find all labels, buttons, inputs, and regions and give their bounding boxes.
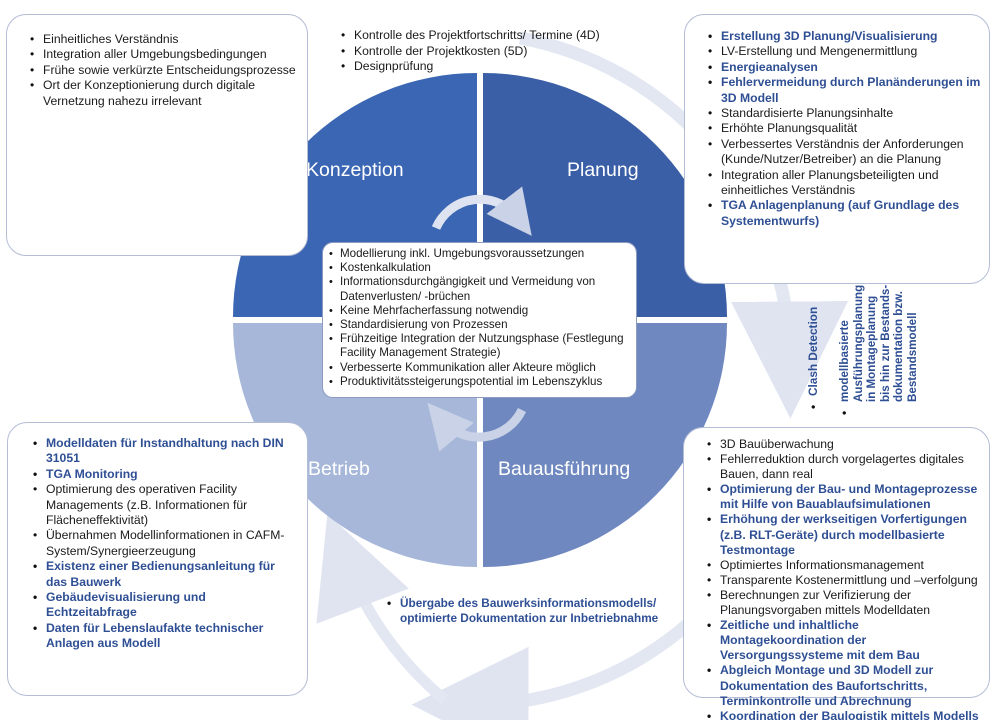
list-item: Einheitliches Verständnis bbox=[29, 32, 297, 48]
transition-item: modellbasierte Ausführungsplanung in Mon… bbox=[838, 276, 920, 416]
bauausfuehrung-benefits-box: 3D BauüberwachungFehlerreduktion durch v… bbox=[683, 427, 990, 720]
planung-benefits-list: Erstellung 3D Planung/VisualisierungLV-E… bbox=[707, 29, 981, 229]
list-item: LV-Erstellung und Mengenermittlung bbox=[707, 44, 981, 60]
konzeption-benefits-list: Einheitliches VerständnisIntegration all… bbox=[29, 32, 297, 109]
list-item: Fehlervermeidung durch Planänderungen im… bbox=[707, 75, 981, 106]
list-item: Abgleich Montage und 3D Modell zur Dokum… bbox=[706, 663, 983, 708]
list-item: Standardisierte Planungsinhalte bbox=[707, 106, 981, 122]
list-item: Designprüfung bbox=[340, 59, 660, 75]
transition-item: Clash Detection bbox=[806, 290, 820, 410]
clash-detection-label: Clash Detection bbox=[806, 290, 820, 410]
list-item: Kostenkalkulation bbox=[329, 261, 632, 275]
planung-benefits-box: Erstellung 3D Planung/VisualisierungLV-E… bbox=[684, 14, 990, 284]
list-item: Übernahmen Modellinformationen in CAFM-S… bbox=[32, 528, 299, 559]
list-item: Daten für Lebenslaufakte technischer Anl… bbox=[32, 621, 299, 652]
list-item: Integration aller Umgebungsbedingungen bbox=[29, 47, 297, 63]
konzeption-benefits-box: Einheitliches VerständnisIntegration all… bbox=[6, 14, 308, 256]
quadrant-label-bauausfuehrung: Bauausführung bbox=[498, 458, 631, 480]
betrieb-benefits-list: Modelldaten für Instandhaltung nach DIN … bbox=[32, 436, 299, 652]
list-item: Koordination der Baulogistik mittels Mod… bbox=[706, 709, 983, 720]
list-item: Erhöhte Planungsqualität bbox=[707, 121, 981, 137]
large-curved-arrow-icon bbox=[316, 513, 449, 705]
quadrant-label-betrieb: Betrieb bbox=[308, 458, 370, 480]
list-item: Informationsdurchgängigkeit und Vermeidu… bbox=[329, 275, 632, 303]
list-item: Ort der Konzeptionierung durch digitale … bbox=[29, 78, 297, 109]
list-item: TGA Anlagenplanung (auf Grundlage des Sy… bbox=[707, 198, 981, 229]
list-item: Erhöhung der werkseitigen Vorfertigungen… bbox=[706, 512, 983, 557]
list-item: Erstellung 3D Planung/Visualisierung bbox=[707, 29, 981, 45]
list-item: Frühzeitige Integration der Nutzungsphas… bbox=[329, 332, 632, 360]
montage-planning-label: modellbasierte Ausführungsplanung in Mon… bbox=[838, 276, 920, 416]
list-item: Optimierung des operativen Facility Mana… bbox=[32, 482, 299, 528]
central-benefits-list: Modellierung inkl. Umgebungsvoraussetzun… bbox=[329, 247, 632, 389]
list-item: Zeitliche und inhaltliche Montagekoordin… bbox=[706, 618, 983, 663]
list-item: Berechnungen zur Verifizierung der Planu… bbox=[706, 588, 983, 618]
handover-label: Übergabe des Bauwerksinformationsmodells… bbox=[386, 596, 676, 626]
list-item: Verbessertes Verständnis der Anforderung… bbox=[707, 137, 981, 168]
list-item: Modellierung inkl. Umgebungsvoraussetzun… bbox=[329, 247, 632, 261]
list-item: Verbesserte Kommunikation aller Akteure … bbox=[329, 361, 632, 375]
list-item: Kontrolle des Projektfortschritts/ Termi… bbox=[340, 28, 660, 44]
list-item: Fehlerreduktion durch vorgelagertes digi… bbox=[706, 452, 983, 482]
curved-arrow-counterclockwise-icon bbox=[427, 402, 527, 452]
list-item: Kontrolle der Projektkosten (5D) bbox=[340, 44, 660, 60]
curved-arrow-clockwise-icon bbox=[431, 186, 532, 236]
central-benefits-box: Modellierung inkl. Umgebungsvoraussetzun… bbox=[322, 242, 637, 398]
quadrant-label-konzeption: Konzeption bbox=[306, 159, 404, 181]
controlling-list: Kontrolle des Projektfortschritts/ Termi… bbox=[340, 28, 660, 75]
controlling-list-area: Kontrolle des Projektfortschritts/ Termi… bbox=[340, 28, 660, 75]
list-item: Frühe sowie verkürzte Entscheidungsproze… bbox=[29, 63, 297, 79]
list-item: Optimierung der Bau- und Montageprozesse… bbox=[706, 482, 983, 512]
list-item: Standardisierung von Prozessen bbox=[329, 318, 632, 332]
list-item: Integration aller Planungsbeteiligten un… bbox=[707, 168, 981, 199]
list-item: Transparente Kostenermittlung und –verfo… bbox=[706, 573, 983, 588]
list-item: Energieanalysen bbox=[707, 60, 981, 76]
quadrant-label-planung: Planung bbox=[567, 159, 639, 181]
list-item: Gebäudevisualisierung und Echtzeitabfrag… bbox=[32, 590, 299, 621]
betrieb-benefits-box: Modelldaten für Instandhaltung nach DIN … bbox=[7, 422, 308, 696]
bauausfuehrung-benefits-list: 3D BauüberwachungFehlerreduktion durch v… bbox=[706, 437, 983, 720]
list-item: 3D Bauüberwachung bbox=[706, 437, 983, 452]
list-item: Produktivitätssteigerungspotential im Le… bbox=[329, 375, 632, 389]
list-item: TGA Monitoring bbox=[32, 467, 299, 483]
list-item: Keine Mehrfacherfassung notwendig bbox=[329, 304, 632, 318]
list-item: Optimiertes Informationsmanagement bbox=[706, 558, 983, 573]
list-item: Modelldaten für Instandhaltung nach DIN … bbox=[32, 436, 299, 467]
list-item: Existenz einer Bedienungsanleitung für d… bbox=[32, 559, 299, 590]
transition-item: Übergabe des Bauwerksinformationsmodells… bbox=[386, 596, 676, 626]
